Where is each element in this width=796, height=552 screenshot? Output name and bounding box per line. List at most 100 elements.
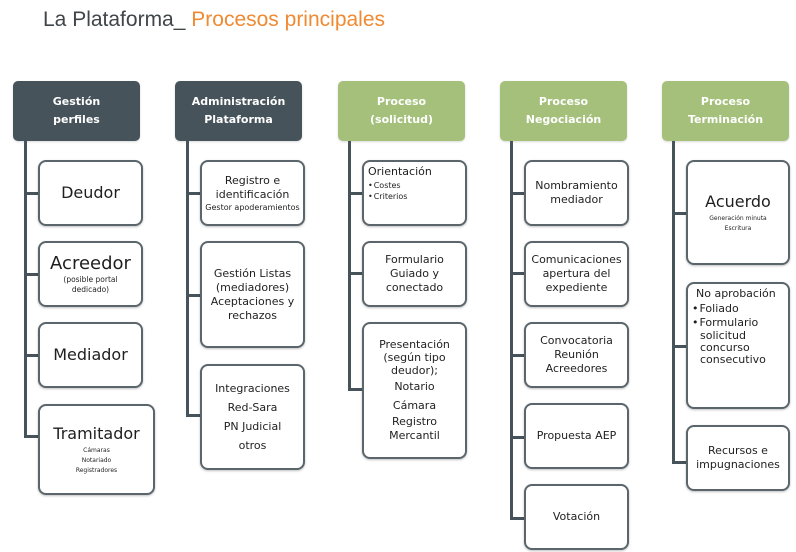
- card-line: mediador: [550, 193, 603, 206]
- connector-line: [348, 141, 351, 391]
- card-line: Notario: [394, 380, 435, 393]
- header-line: Administración: [191, 95, 286, 108]
- card-line: conectado: [385, 281, 444, 294]
- card-line: otros: [238, 439, 267, 452]
- card-line: Recursos e: [708, 444, 768, 457]
- header-line: Gestión: [52, 95, 101, 108]
- card-line: Aceptaciones y: [210, 294, 295, 308]
- card-subtitle: Cámaras: [83, 446, 110, 454]
- header-line: Terminación: [687, 113, 764, 126]
- card-line: Reunión: [554, 348, 599, 361]
- card-line: Gestión Listas: [213, 266, 292, 280]
- connector-branch: [510, 354, 524, 357]
- card-line: Cámara: [392, 399, 437, 412]
- card-line: Red-Sara: [227, 401, 278, 414]
- card-votacion[interactable]: Votación: [524, 484, 629, 550]
- header-line: Proceso (solicitud): [370, 95, 433, 126]
- card-acreedor[interactable]: Acreedor (posible portal dedicado): [38, 241, 143, 307]
- header-line: Plataforma: [204, 113, 273, 126]
- header-line: Proceso: [700, 95, 751, 108]
- connector-line: [24, 141, 27, 437]
- card-orientacion[interactable]: Orientación Costes Criterios: [362, 160, 467, 226]
- card-recursos-impugnaciones[interactable]: Recursos e impugnaciones: [686, 425, 790, 491]
- title-prefix: La Plataforma_: [43, 8, 192, 31]
- card-title: Acreedor: [50, 253, 131, 274]
- card-line: apertura del: [542, 267, 611, 280]
- card-line: Registro: [391, 415, 437, 428]
- header-line: Proceso Negociación: [525, 95, 602, 126]
- card-line: Votación: [552, 510, 601, 523]
- connector-branch: [186, 192, 200, 195]
- card-subtitle: Registradores: [75, 466, 118, 474]
- card-line: impugnaciones: [696, 458, 780, 471]
- connector-branch: [24, 273, 38, 276]
- connector-branch: [510, 517, 524, 520]
- bullet-item: Formulario: [692, 316, 759, 330]
- card-title: Acuerdo: [705, 191, 771, 211]
- card-line: rechazos: [227, 308, 278, 322]
- header-gestion-perfiles: Gestión perfiles: [13, 81, 140, 141]
- card-line: Registro e: [224, 173, 281, 187]
- slide-title: La Plataforma_ Procesos principales: [43, 8, 385, 32]
- card-tramitador[interactable]: Tramitador Cámaras Notariado Registrador…: [38, 404, 155, 495]
- connector-branch: [348, 272, 362, 275]
- header-proceso-terminacion: Proceso Terminación: [662, 81, 789, 141]
- card-registro-identificacion[interactable]: Registro e identificación Gestor apodera…: [200, 160, 305, 226]
- bullet-item: Foliado: [692, 302, 739, 316]
- connector-branch: [186, 294, 200, 297]
- card-acuerdo[interactable]: Acuerdo Generación minuta Escritura: [686, 160, 790, 265]
- card-line: Propuesta AEP: [536, 429, 617, 442]
- card-subtitle: Generación minuta: [709, 214, 767, 222]
- connector-branch: [24, 354, 38, 357]
- card-no-aprobacion[interactable]: No aprobación Foliado Formulario solicit…: [686, 282, 790, 409]
- card-line: (según tipo: [383, 351, 446, 364]
- header-proceso-negociacion: Proceso Negociación: [500, 81, 627, 141]
- card-title: Deudor: [61, 183, 120, 202]
- card-line: expediente: [545, 281, 608, 294]
- card-line: deudor);: [391, 364, 438, 377]
- card-title: Orientación: [368, 165, 432, 178]
- connector-branch: [672, 212, 686, 215]
- card-formulario-guiado[interactable]: Formulario Guiado y conectado: [362, 241, 467, 307]
- card-subtitle: dedicado): [71, 285, 110, 294]
- connector-line: [510, 141, 513, 520]
- card-propuesta-aep[interactable]: Propuesta AEP: [524, 403, 629, 469]
- card-line: Nombramiento: [535, 179, 618, 192]
- card-nombramiento-mediador[interactable]: Nombramiento mediador: [524, 160, 629, 226]
- card-convocatoria-reunion[interactable]: Convocatoria Reunión Acreedores: [524, 322, 629, 388]
- card-line: Formulario: [385, 253, 444, 266]
- connector-branch: [510, 192, 524, 195]
- card-subtitle: Notariado: [81, 456, 112, 464]
- card-comunicaciones-apertura[interactable]: Comunicaciones apertura del expediente: [524, 241, 629, 307]
- card-gestion-listas[interactable]: Gestión Listas (mediadores) Aceptaciones…: [200, 241, 305, 348]
- header-proceso-solicitud: Proceso (solicitud): [338, 81, 465, 141]
- card-line: Presentación: [379, 338, 450, 351]
- card-integraciones[interactable]: Integraciones Red-Sara PN Judicial otros: [200, 364, 305, 470]
- card-subtitle: Escritura: [724, 224, 752, 232]
- connector-line: [672, 141, 675, 464]
- card-line: PN Judicial: [223, 420, 282, 433]
- card-mediador[interactable]: Mediador: [38, 322, 143, 388]
- bullet-continuation: concurso: [700, 341, 750, 354]
- card-line: Convocatoria: [540, 334, 613, 347]
- card-presentacion[interactable]: Presentación (según tipo deudor); Notari…: [362, 322, 467, 459]
- header-line: perfiles: [53, 113, 100, 126]
- connector-branch: [672, 345, 686, 348]
- card-title: No aprobación: [696, 287, 776, 300]
- bullet-continuation: solicitud: [700, 329, 746, 342]
- bullet-item: Criterios: [368, 191, 408, 202]
- connector-branch: [510, 272, 524, 275]
- card-subtitle: Gestor apoderamientos: [205, 202, 300, 212]
- card-line: identificación: [215, 187, 290, 201]
- connector-branch: [24, 192, 38, 195]
- title-accent: Procesos principales: [191, 8, 386, 31]
- connector-branch: [510, 436, 524, 439]
- connector-branch: [672, 461, 686, 464]
- bullet-item: Costes: [368, 180, 401, 191]
- card-deudor[interactable]: Deudor: [38, 160, 143, 226]
- card-title: Mediador: [53, 345, 128, 364]
- card-line: (mediadores): [215, 280, 290, 294]
- card-line: Acreedores: [545, 362, 608, 375]
- header-administracion-plataforma: Administración Plataforma: [175, 81, 302, 141]
- connector-branch: [348, 388, 362, 391]
